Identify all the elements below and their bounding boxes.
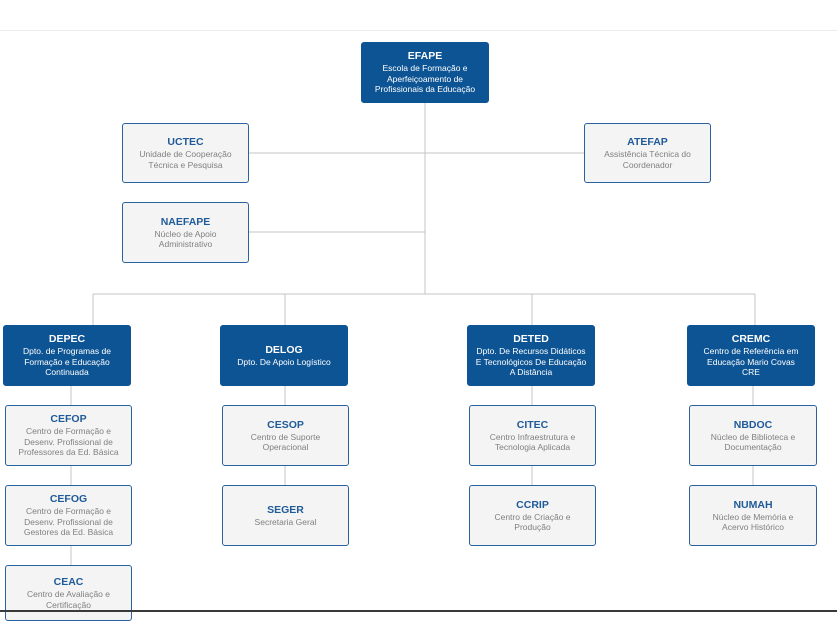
node-deted-acronym: DETED (513, 333, 549, 346)
node-numah: NUMAH Núcleo de Memória e Acervo Históri… (689, 485, 817, 546)
node-delog-name: Dpto. De Apoio Logístico (237, 356, 331, 367)
node-citec-acronym: CITEC (516, 418, 549, 431)
node-naefape-acronym: NAEFAPE (160, 215, 211, 228)
node-cesop-acronym: CESOP (267, 418, 304, 431)
node-cesop: CESOP Centro de Suporte Operacional (222, 405, 349, 466)
node-citec: CITEC Centro Infraestrutura e Tecnologia… (469, 405, 596, 466)
bottom-border (0, 610, 837, 612)
node-efape-name: Escola de Formação e Aperfeiçoamento de … (374, 63, 476, 95)
node-deted-name: Dpto. De Recursos Didáticos E Tecnológic… (475, 346, 587, 378)
node-delog: DELOG Dpto. De Apoio Logístico (220, 325, 348, 386)
node-cefog-name: Centro de Formação e Desenv. Profissiona… (23, 506, 114, 538)
node-cremc-name: Centro de Referência em Educação Mario C… (703, 346, 799, 378)
node-naefape-name: Núcleo de Apoio Administrativo (154, 228, 217, 250)
node-ceac-name: Centro de Avaliação e Certificação (26, 589, 110, 610)
node-nbdoc-acronym: NBDOC (733, 418, 773, 431)
node-ccrip-acronym: CCRIP (516, 498, 549, 511)
node-nbdoc: NBDOC Núcleo de Biblioteca e Documentaçã… (689, 405, 817, 466)
node-efape-acronym: EFAPE (407, 50, 443, 63)
node-nbdoc-name: Núcleo de Biblioteca e Documentação (710, 431, 796, 453)
node-depec: DEPEC Dpto. de Programas de Formação e E… (3, 325, 131, 386)
node-cefop-name: Centro de Formação e Desenv. Profissiona… (18, 426, 119, 458)
node-efape: EFAPE Escola de Formação e Aperfeiçoamen… (361, 42, 489, 103)
node-cesop-name: Centro de Suporte Operacional (250, 431, 321, 453)
node-seger: SEGER Secretaria Geral (222, 485, 349, 546)
node-ccrip-name: Centro de Criação e Produção (494, 511, 571, 533)
node-ceac: CEAC Centro de Avaliação e Certificação (5, 565, 132, 621)
node-ccrip: CCRIP Centro de Criação e Produção (469, 485, 596, 546)
node-cefop: CEFOP Centro de Formação e Desenv. Profi… (5, 405, 132, 466)
node-cremc: CREMC Centro de Referência em Educação M… (687, 325, 815, 386)
node-ceac-acronym: CEAC (53, 576, 84, 588)
node-citec-name: Centro Infraestrutura e Tecnologia Aplic… (489, 431, 576, 453)
node-uctec-name: Unidade de Cooperação Técnica e Pesquisa (139, 149, 232, 170)
node-delog-acronym: DELOG (265, 343, 303, 356)
node-cremc-acronym: CREMC (731, 333, 771, 346)
node-atefap-acronym: ATEFAP (627, 136, 668, 148)
node-cefop-acronym: CEFOP (50, 413, 87, 426)
node-numah-name: Núcleo de Memória e Acervo Histórico (712, 511, 794, 533)
node-atefap: ATEFAP Assistência Técnica do Coordenado… (584, 123, 711, 183)
node-naefape: NAEFAPE Núcleo de Apoio Administrativo (122, 202, 249, 263)
header-divider (0, 30, 837, 31)
node-cefog-acronym: CEFOG (49, 493, 88, 506)
node-deted: DETED Dpto. De Recursos Didáticos E Tecn… (467, 325, 595, 386)
node-seger-name: Secretaria Geral (254, 516, 317, 527)
node-cefog: CEFOG Centro de Formação e Desenv. Profi… (5, 485, 132, 546)
node-uctec-acronym: UCTEC (167, 136, 204, 148)
node-seger-acronym: SEGER (267, 503, 304, 516)
node-atefap-name: Assistência Técnica do Coordenador (604, 149, 691, 170)
node-depec-name: Dpto. de Programas de Formação e Educaçã… (23, 346, 111, 378)
node-numah-acronym: NUMAH (733, 498, 773, 511)
node-uctec: UCTEC Unidade de Cooperação Técnica e Pe… (122, 123, 249, 183)
node-depec-acronym: DEPEC (48, 333, 86, 346)
